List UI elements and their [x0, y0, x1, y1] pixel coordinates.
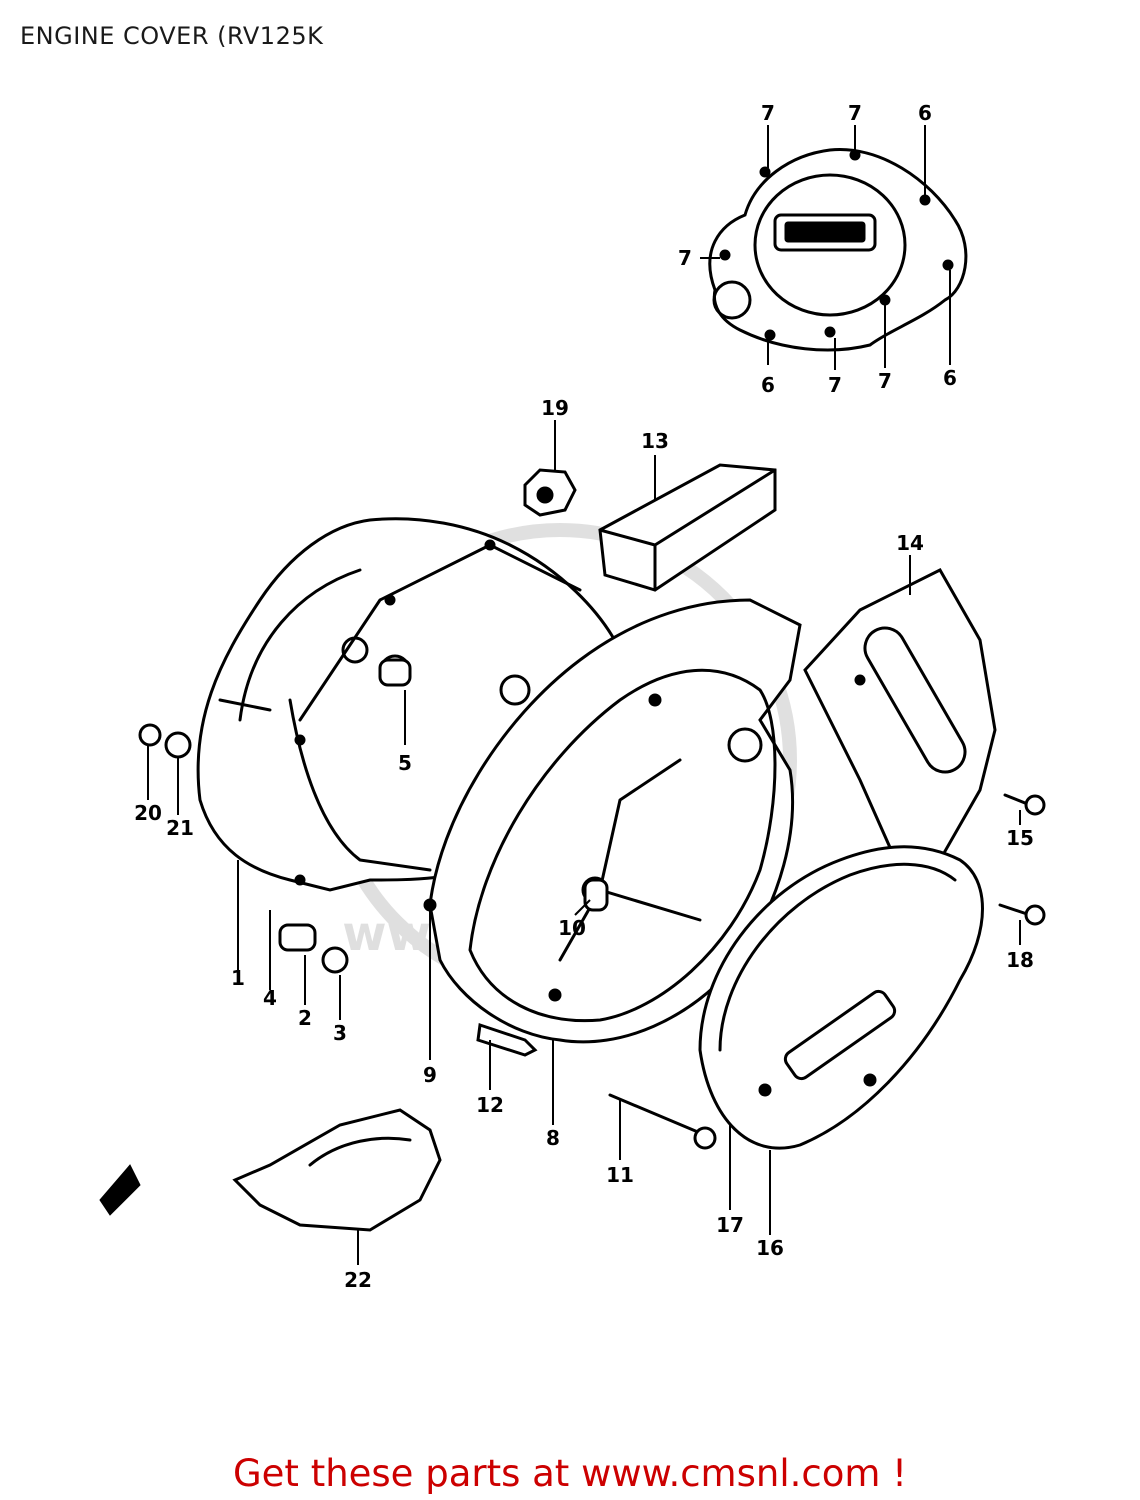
callout-22: 22: [344, 1268, 372, 1292]
callout-20: 20: [134, 801, 162, 825]
footer-link[interactable]: Get these parts at www.cmsnl.com !: [232, 1452, 907, 1495]
clutch-cover-gasket-part: [423, 598, 802, 1044]
callout-17: 17: [716, 1213, 744, 1237]
callout-9: 9: [423, 1063, 437, 1087]
callout-7-d: 7: [828, 373, 842, 397]
callout-1: 1: [231, 966, 245, 990]
callout-15: 15: [1006, 826, 1034, 850]
chain-guard-part: [803, 568, 997, 872]
callout-7-c: 7: [678, 246, 692, 270]
callout-21: 21: [166, 816, 194, 840]
callout-13: 13: [641, 429, 669, 453]
callout-18: 18: [1006, 948, 1034, 972]
skid-plate-part: [99, 1108, 442, 1232]
callout-6-c: 6: [918, 101, 932, 125]
callout-6-b: 6: [943, 366, 957, 390]
callout-10: 10: [558, 916, 586, 940]
bolts-and-fasteners: [138, 658, 1046, 1150]
page-title: ENGINE COVER (RV125K: [20, 22, 324, 50]
callout-7-b: 7: [848, 101, 862, 125]
callout-11: 11: [606, 1163, 634, 1187]
callout-leader-lines: [147, 125, 1021, 1265]
callout-4: 4: [263, 986, 277, 1010]
generator-cover-part: [708, 148, 968, 352]
footer-banner: Get these parts at www.cmsnl.com !: [0, 1452, 1140, 1495]
callout-19: 19: [541, 396, 569, 420]
callout-8: 8: [546, 1126, 560, 1150]
callout-6-a: 6: [761, 373, 775, 397]
rubber-plug-part: [523, 468, 577, 517]
callout-12: 12: [476, 1093, 504, 1117]
callout-7-a: 7: [761, 101, 775, 125]
right-engine-cover-part: [698, 845, 984, 1150]
callout-labels: 1 2 3 4 5 6 6 6 7 7 7 7 7 8 9 10 11 12 1…: [134, 101, 1034, 1292]
callout-5: 5: [398, 751, 412, 775]
callout-3: 3: [333, 1021, 347, 1045]
callout-16: 16: [756, 1236, 784, 1260]
foam-block-part: [598, 463, 777, 592]
callout-14: 14: [896, 531, 924, 555]
callout-2: 2: [298, 1006, 312, 1030]
callout-7-e: 7: [878, 369, 892, 393]
